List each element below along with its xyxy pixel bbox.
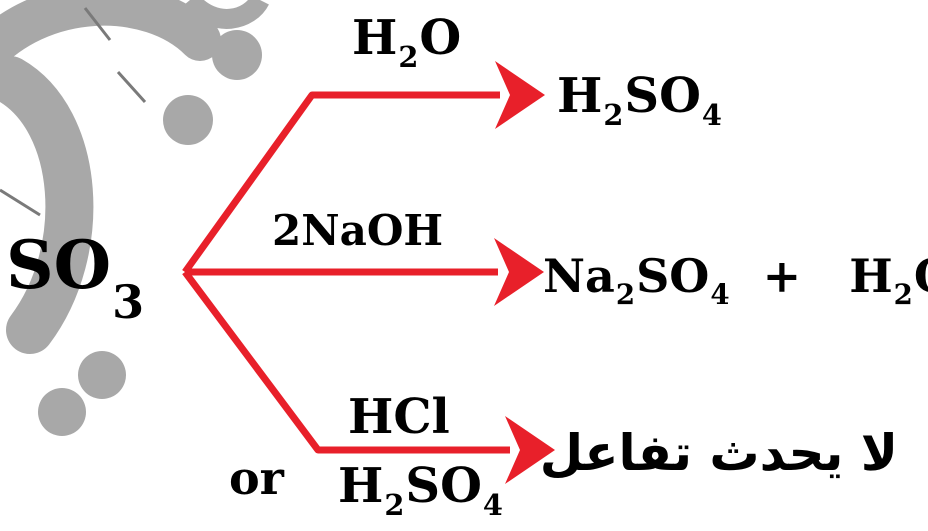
decor-dot-2 bbox=[212, 30, 262, 80]
product-sulfuric-acid: H2SO4 bbox=[557, 72, 723, 130]
arrowhead-bottom bbox=[505, 416, 555, 484]
decor-tick-2 bbox=[116, 70, 147, 104]
decor-tick-1 bbox=[83, 7, 112, 41]
arrowhead-middle bbox=[494, 238, 544, 306]
formula-text: SO bbox=[405, 458, 482, 514]
formula-text: 2NaOH bbox=[272, 206, 444, 255]
alt-reagent-sulfuric-acid: H2SO4 bbox=[338, 462, 504, 520]
reagent-water: H2O bbox=[352, 14, 461, 72]
reagent-sodium-hydroxide: 2NaOH bbox=[272, 210, 443, 252]
formula-text: H bbox=[849, 249, 893, 303]
connector-or: or bbox=[229, 451, 284, 505]
arrow-line-top bbox=[182, 91, 500, 275]
decor-dot-1 bbox=[163, 95, 213, 145]
formula-subscript: 4 bbox=[482, 487, 503, 522]
decor-dot-4 bbox=[38, 388, 86, 436]
formula-subscript: 2 bbox=[398, 39, 419, 74]
decor-wave-top bbox=[182, 0, 269, 29]
arrow-line-bottom bbox=[182, 269, 510, 454]
no-reaction-text: لا يحدث تفاعل bbox=[539, 424, 898, 482]
reactant-base: SO bbox=[6, 226, 112, 304]
reactant-subscript: 3 bbox=[112, 275, 145, 329]
reagent-hcl: HCl bbox=[348, 393, 450, 441]
formula-text: SO bbox=[636, 249, 710, 303]
formula-text: HCl bbox=[348, 389, 450, 445]
formula-subscript: 4 bbox=[710, 278, 730, 312]
formula-text: O bbox=[419, 10, 462, 66]
reactant-so3: SO3 bbox=[6, 232, 145, 325]
decor-tick-3 bbox=[0, 188, 41, 217]
formula-text: H bbox=[352, 10, 398, 66]
formula-text: O bbox=[914, 249, 928, 303]
formula-subscript: 4 bbox=[701, 97, 722, 132]
product-sodium-sulfate-water: Na2SO4 + H2O bbox=[543, 253, 928, 309]
formula-subscript: 2 bbox=[893, 278, 913, 312]
formula-text: Na bbox=[543, 249, 615, 303]
formula-subscript: 2 bbox=[384, 487, 405, 522]
formula-text: + bbox=[730, 249, 850, 303]
formula-subscript: 2 bbox=[615, 278, 636, 312]
formula-text: SO bbox=[624, 68, 701, 124]
arrowhead-top bbox=[495, 61, 545, 129]
decor-dot-3 bbox=[78, 351, 126, 399]
formula-text: H bbox=[557, 68, 603, 124]
decor-arc-left bbox=[0, 56, 94, 354]
decor-arc-top bbox=[0, 0, 221, 70]
formula-text: H bbox=[338, 458, 384, 514]
formula-subscript: 2 bbox=[603, 97, 624, 132]
